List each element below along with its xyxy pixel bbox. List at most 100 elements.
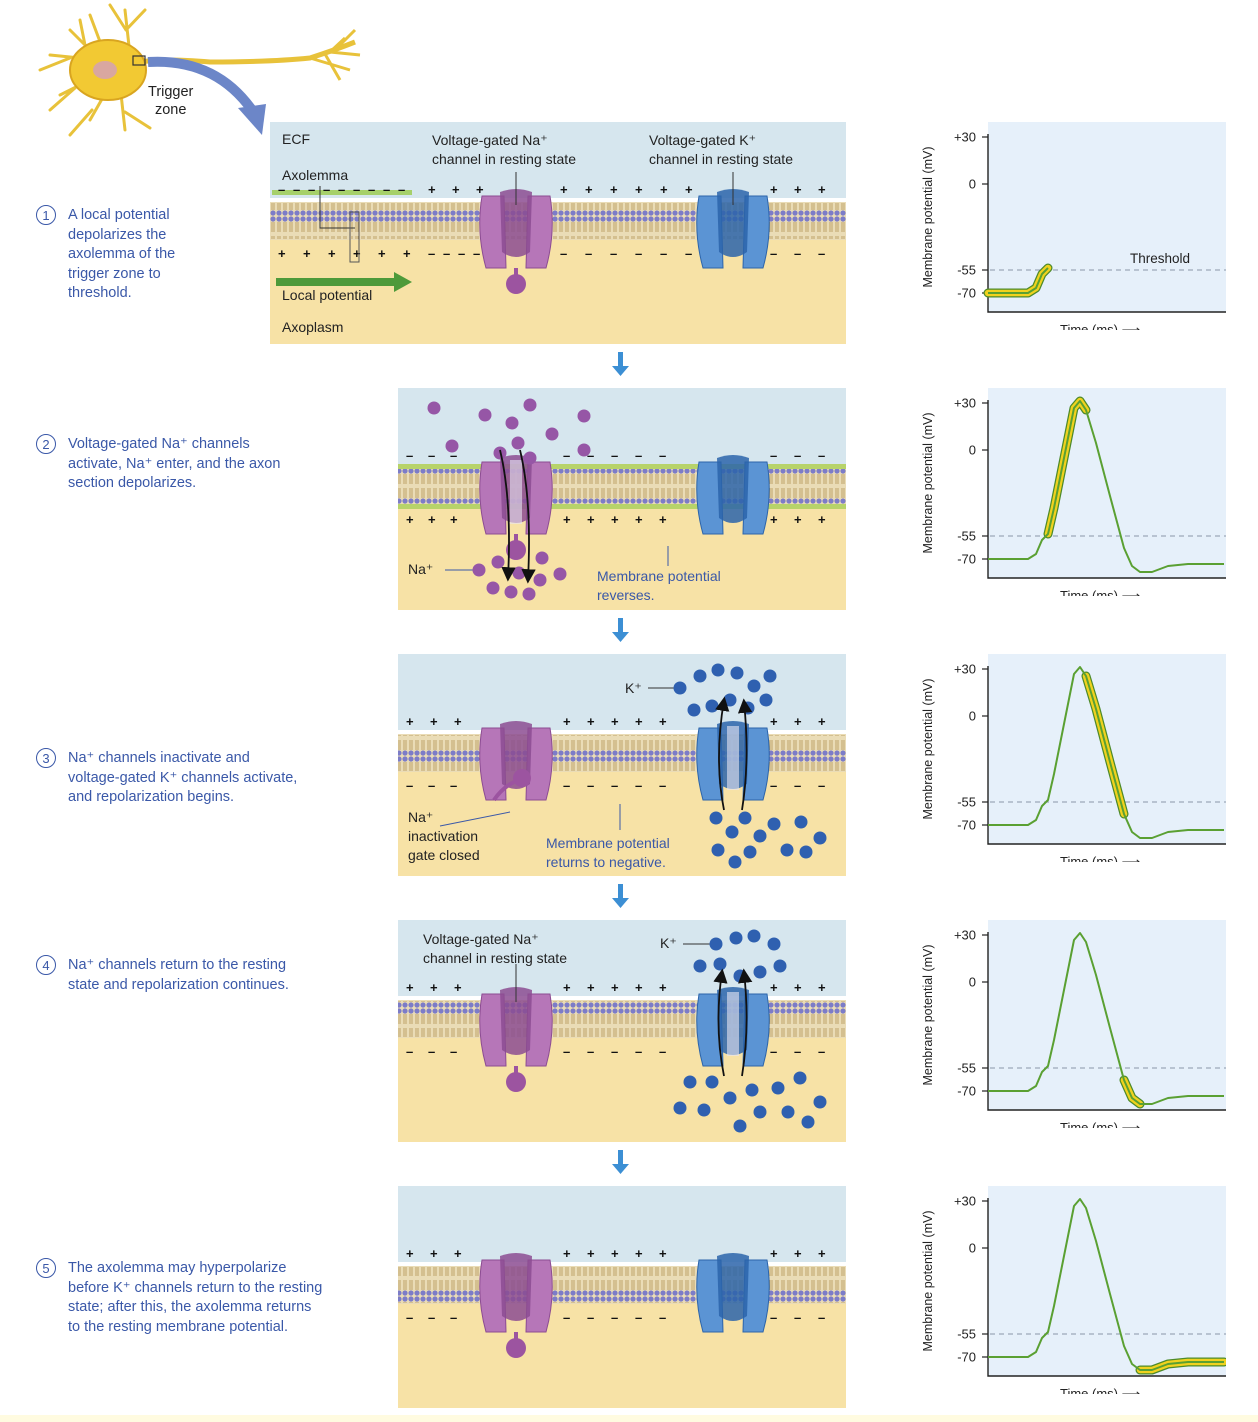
svg-text:+: + <box>476 182 484 197</box>
step-1-number: 1 <box>36 205 56 225</box>
y-axis-label: Membrane potential (mV) <box>921 678 935 819</box>
svg-text:–: – <box>428 778 435 793</box>
y-tick-label: -70 <box>957 286 976 301</box>
svg-text:+: + <box>454 714 462 729</box>
step-5-text: The axolemma may hyperpolarize before K⁺… <box>68 1260 323 1335</box>
svg-text:+: + <box>585 182 593 197</box>
svg-text:+: + <box>278 246 286 261</box>
k-channel-1 <box>696 189 770 269</box>
svg-text:+: + <box>770 512 778 527</box>
membrane-panels: –––––––––++++++++++++++++++–––––––––––––… <box>270 122 846 1408</box>
svg-text:+: + <box>660 182 668 197</box>
step-3-number: 3 <box>36 748 56 768</box>
x-axis-label: Time (ms) ⟶ <box>1060 854 1140 862</box>
graph-axes <box>987 932 1226 1111</box>
svg-text:–: – <box>428 1044 435 1059</box>
svg-text:–: – <box>338 182 345 197</box>
membrane-panel-4: +++++++++++––––––––––– <box>398 920 846 1174</box>
svg-text:–: – <box>770 778 777 793</box>
svg-text:+: + <box>818 512 826 527</box>
k-ion-label-4: K⁺ <box>660 935 677 951</box>
step-2: 2 Voltage-gated Na⁺ channels activate, N… <box>36 434 336 494</box>
inactivation-gate <box>506 1338 526 1358</box>
svg-text:–: – <box>635 1044 642 1059</box>
k-efflux-arrow-1 <box>715 696 730 811</box>
step-arrow-1 <box>618 352 623 368</box>
svg-text:–: – <box>585 246 592 261</box>
k-channel-5 <box>696 1253 770 1333</box>
graph-axes <box>987 666 1226 845</box>
step-4-number: 4 <box>36 955 56 975</box>
x-axis-label: Time (ms) ⟶ <box>1060 322 1140 330</box>
membrane-panel-1: –––––––––++++++++++++++++++––––––––––––– <box>270 122 846 376</box>
svg-text:+: + <box>635 980 643 995</box>
svg-text:+: + <box>794 512 802 527</box>
svg-text:–: – <box>428 1310 435 1325</box>
svg-text:+: + <box>611 1246 619 1261</box>
y-tick-label: 0 <box>969 975 976 990</box>
step-5: 5 The axolemma may hyperpolarize before … <box>36 1258 336 1337</box>
svg-text:–: – <box>635 778 642 793</box>
action-potential-trace <box>988 400 1224 573</box>
svg-text:+: + <box>563 512 571 527</box>
membrane-panel-2: –––––––––––+++++++++++ <box>398 388 846 642</box>
action-potential-trace <box>988 932 1224 1105</box>
k-channel-2 <box>696 455 770 535</box>
svg-text:+: + <box>794 182 802 197</box>
y-tick-label: -55 <box>957 1327 976 1342</box>
svg-text:+: + <box>659 980 667 995</box>
step-arrow-4 <box>618 1150 623 1166</box>
inactivation-gate <box>506 1072 526 1092</box>
lipid-bilayer <box>398 735 846 771</box>
inactivation-gate <box>506 274 526 294</box>
ecf-region <box>398 654 846 730</box>
graph-axes <box>987 1198 1226 1377</box>
lipid-bilayer <box>398 1001 846 1037</box>
svg-text:+: + <box>406 1246 414 1261</box>
svg-text:+: + <box>563 980 571 995</box>
svg-text:+: + <box>587 980 595 995</box>
svg-text:+: + <box>635 512 643 527</box>
svg-text:+: + <box>659 714 667 729</box>
y-tick-label: -70 <box>957 1084 976 1099</box>
na-channel-resting-label-4: Voltage-gated Na⁺ channel in resting sta… <box>423 931 567 966</box>
y-tick-label: +30 <box>954 662 976 677</box>
svg-text:–: – <box>611 1310 618 1325</box>
k-efflux-arrow-2 <box>737 698 753 811</box>
na-channel-resting-label: Voltage-gated Na⁺ channel in resting sta… <box>432 132 576 167</box>
svg-text:–: – <box>308 182 315 197</box>
svg-text:–: – <box>685 246 692 261</box>
svg-text:+: + <box>659 1246 667 1261</box>
svg-text:–: – <box>278 182 285 197</box>
membrane-panel-3: +++++++++++––––––––––– <box>398 654 846 908</box>
svg-text:–: – <box>660 246 667 261</box>
na-inactivation-label: Na⁺ inactivation gate closed <box>408 809 480 863</box>
step-3: 3 Na⁺ channels inactivate and voltage-ga… <box>36 748 336 808</box>
ecf-region <box>398 1186 846 1262</box>
x-axis-label: Time (ms) ⟶ <box>1060 1386 1140 1394</box>
k-efflux-arrow-3 <box>713 968 728 1077</box>
step-arrow-2 <box>618 618 623 634</box>
y-tick-label: +30 <box>954 1194 976 1209</box>
axolemma-label: Axolemma <box>282 167 349 183</box>
na-influx-arrow-2 <box>519 449 536 584</box>
svg-text:+: + <box>635 182 643 197</box>
svg-text:+: + <box>635 714 643 729</box>
membrane-panel-5: +++++++++++––––––––––– <box>398 1186 846 1408</box>
svg-text:+: + <box>818 182 826 197</box>
svg-text:–: – <box>560 246 567 261</box>
y-tick-label: -55 <box>957 1061 976 1076</box>
svg-text:–: – <box>563 1310 570 1325</box>
na-channel-3 <box>479 721 553 801</box>
svg-text:–: – <box>794 246 801 261</box>
step-1-text: A local potential depolarizes the axolem… <box>68 207 176 301</box>
na-ions <box>427 398 591 601</box>
svg-text:–: – <box>587 448 594 463</box>
svg-text:+: + <box>611 980 619 995</box>
axoplasm-region <box>398 506 846 610</box>
na-channel-2 <box>479 455 553 535</box>
svg-text:+: + <box>610 182 618 197</box>
svg-text:–: – <box>563 778 570 793</box>
